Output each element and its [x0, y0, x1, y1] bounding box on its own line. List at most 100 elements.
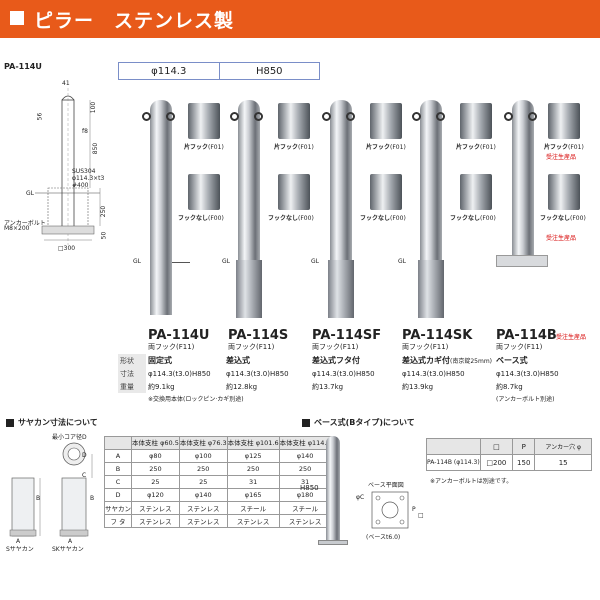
hook-icon — [142, 112, 151, 121]
hook-icon — [528, 112, 537, 121]
sub-pa114sf: 両フック(F11) — [312, 343, 359, 351]
thumb-hook-one-1 — [188, 103, 220, 139]
hook-icon — [412, 112, 421, 121]
sleeve-pa114s — [236, 260, 262, 318]
dim-56: 56 — [36, 112, 44, 121]
header-square-icon — [10, 11, 24, 25]
pipe-label: φ114.3×t3 — [72, 175, 105, 182]
thumb-hook-one-5 — [548, 103, 580, 139]
anchor-label: アンカーボルト — [4, 220, 46, 227]
material-label: SUS304 — [72, 168, 96, 175]
sub-pa114u: 両フック(F11) — [148, 343, 195, 351]
footing-label: #400 — [72, 182, 89, 189]
diagram-gl: GL — [26, 190, 34, 197]
dim-f8: f8 — [82, 128, 88, 135]
dim-41: 41 — [62, 80, 70, 87]
hook-icon — [322, 112, 331, 121]
spec-box: φ114.3 H850 — [118, 62, 320, 80]
post-pa114b — [512, 100, 534, 258]
core-label: 最小コア径D — [52, 434, 87, 441]
spec-note: ※交換用本体(ロックピン·カギ別途) — [148, 396, 244, 403]
made-to-order-1: 受注生産品 — [546, 154, 577, 161]
model-pa114sk: PA-114SK — [402, 328, 473, 343]
gl-label-4: GL — [398, 258, 406, 265]
base-section-title: ベース式(Bタイプ)について — [302, 417, 415, 428]
sleeve-d: D — [82, 452, 87, 459]
spec-table: 形状 固定式 差込式 差込式フタ付 差込式カギ付(南京錠25mm) ベース式 寸… — [118, 354, 564, 393]
dim-100: 100 — [90, 101, 98, 114]
made-to-order-2: 受注生産品 — [546, 235, 577, 242]
plan-title: ベース平面図 — [368, 482, 404, 489]
base-plan-drawing — [371, 491, 409, 529]
plan-square: □ — [418, 512, 424, 519]
s-sleeve-label: Sサヤカン — [6, 546, 34, 553]
sleeve-pa114sf — [328, 260, 354, 318]
base-post-plate — [318, 540, 348, 545]
hook-icon — [504, 112, 513, 121]
thumb-hook-none-5 — [548, 174, 580, 210]
page-title: ピラー ステンレス製 — [34, 10, 235, 32]
dim-50: 50 — [100, 231, 108, 240]
thumb-hook-one-2 — [278, 103, 310, 139]
hook-icon — [254, 112, 263, 121]
hook-icon — [230, 112, 239, 121]
header-bar — [0, 0, 600, 38]
sub-pa114s: 両フック(F11) — [228, 343, 275, 351]
post-pa114sk — [420, 100, 442, 260]
post-pa114s — [238, 100, 260, 260]
model-pa114sf: PA-114SF — [312, 328, 382, 343]
table-row: サヤカンステンレスステンレススチールスチール — [104, 501, 332, 515]
base-table-note: ※アンカーボルトは別途です。 — [430, 478, 513, 485]
base-table: □ P アンカー穴 φ PA-114B (φ114.3) □200 150 15 — [426, 438, 592, 471]
model-pa114s: PA-114S — [228, 328, 289, 343]
thumb-hook-none-2 — [278, 174, 310, 210]
diagram-model: PA-114U — [4, 62, 42, 71]
sleeve-a2: A — [68, 538, 73, 545]
thumb-hook-one-3 — [370, 103, 402, 139]
plate-note: (ベースt6.0) — [366, 534, 401, 541]
gl-label-1: GL — [133, 258, 141, 265]
dim-250: 250 — [100, 205, 108, 218]
sleeve-drawing — [9, 442, 93, 537]
thumb-hook-none-3 — [370, 174, 402, 210]
spec-row-type: 形状 固定式 差込式 差込式フタ付 差込式カギ付(南京錠25mm) ベース式 — [118, 354, 528, 367]
sk-sleeve-label: SKサヤカン — [52, 546, 84, 553]
base-post — [326, 436, 340, 542]
plan-p: P — [412, 506, 416, 513]
section-square-icon — [6, 418, 14, 427]
hook-icon — [346, 112, 355, 121]
thumb-hook-one-4 — [460, 103, 492, 139]
spec-row-weight: 重量 約9.1kg 約12.8kg 約13.7kg 約13.9kg 約8.7kg — [118, 380, 564, 393]
plan-phi: φC — [356, 494, 365, 501]
sleeve-b2: B — [90, 495, 95, 502]
sub-pa114b: 両フック(F11) — [496, 343, 543, 351]
gl-label-3: GL — [311, 258, 319, 265]
badge-pa114b: 受注生産品 — [556, 334, 587, 341]
thumb-hook-none-1 — [188, 174, 220, 210]
anchor-note: (アンカーボルト別途) — [496, 396, 555, 403]
hook-icon — [166, 112, 175, 121]
post-pa114u — [150, 100, 172, 315]
sleeve-c: C — [82, 472, 87, 479]
sleeve-dimension-table: 本体支柱 φ60.5 本体支柱 φ76.3 本体支柱 φ101.6 本体支柱 φ… — [104, 436, 332, 528]
base-plate — [496, 255, 548, 267]
post-pa114sf — [330, 100, 352, 260]
sub-pa114sk: 両フック(F11) — [402, 343, 449, 351]
table-row: PA-114B (φ114.3) □200 150 15 — [426, 454, 592, 471]
gl-label-2: GL — [222, 258, 230, 265]
sleeve-section-title: サヤカン寸法について — [6, 417, 98, 428]
thumb-hook-none-4 — [460, 174, 492, 210]
spec-diameter: φ114.3 — [119, 63, 220, 79]
hook-icon — [436, 112, 445, 121]
spec-height: H850 — [255, 65, 283, 77]
model-pa114b: PA-114B — [496, 328, 557, 343]
section-square-icon — [302, 418, 310, 427]
sleeve-a: A — [16, 538, 21, 545]
spec-row-size: 寸法 φ114.3(t3.0)H850 φ114.3(t3.0)H850 φ11… — [118, 367, 564, 380]
base-h-label: H850 — [300, 484, 319, 492]
sleeve-b: B — [36, 495, 41, 502]
